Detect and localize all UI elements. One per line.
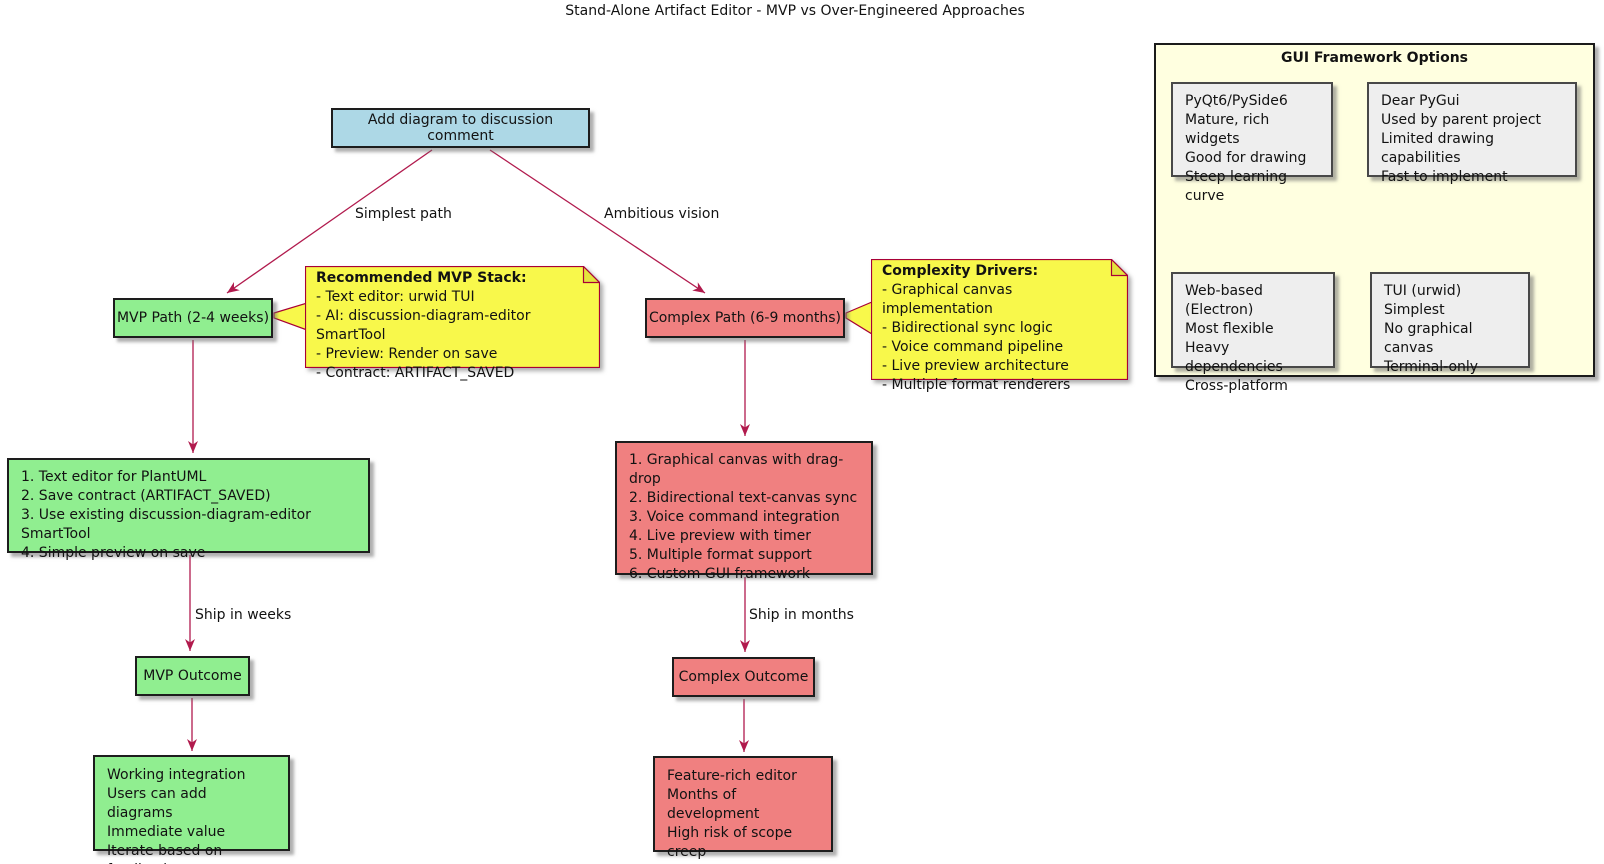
node-mvp-path-label: MVP Path (2-4 weeks) xyxy=(116,310,270,326)
note-fold-icon xyxy=(582,266,600,284)
note-complexity-shape xyxy=(871,259,1128,380)
edge-start-to-mvp-path xyxy=(226,149,433,294)
node-add-diagram: Add diagram to discussion comment xyxy=(331,108,590,148)
option-dear-pygui: Dear PyGui Used by parent project Limite… xyxy=(1367,82,1577,185)
note-mvp-stack-title: Recommended MVP Stack: xyxy=(316,270,527,286)
note-mvp-stack-lines: - Text editor: urwid TUI - AI: discussio… xyxy=(316,289,531,381)
node-mvp-outcome-label: MVP Outcome xyxy=(143,668,242,684)
node-complex-result: Feature-rich editor Months of developmen… xyxy=(653,756,833,864)
node-complex-steps: 1. Graphical canvas with drag-drop 2. Bi… xyxy=(615,441,873,582)
note-mvp-stack-shape xyxy=(305,266,600,368)
node-complex-path-label: Complex Path (6-9 months) xyxy=(648,310,842,326)
node-mvp-steps: 1. Text editor for PlantUML 2. Save cont… xyxy=(7,458,370,561)
note-complexity-title: Complexity Drivers: xyxy=(882,263,1039,279)
node-complex-path: Complex Path (6-9 months) xyxy=(645,298,845,338)
edge-start-to-complex-path xyxy=(489,149,706,294)
note-complexity-drivers: Complexity Drivers: - Graphical canvas i… xyxy=(871,259,1128,393)
node-add-diagram-label: Add diagram to discussion comment xyxy=(367,112,554,144)
option-tui-urwid: TUI (urwid) Simplest No graphical canvas… xyxy=(1370,272,1530,375)
note-complexity-lines: - Graphical canvas implementation - Bidi… xyxy=(882,282,1071,393)
node-mvp-path: MVP Path (2-4 weeks) xyxy=(113,298,273,338)
note-mvp-stack: Recommended MVP Stack: - Text editor: ur… xyxy=(305,266,600,381)
edge-label-ship-in-weeks: Ship in weeks xyxy=(195,607,292,623)
edge-label-simplest-path: Simplest path xyxy=(355,206,452,222)
node-mvp-result: Working integration Users can add diagra… xyxy=(93,755,290,864)
node-mvp-outcome: MVP Outcome xyxy=(135,656,250,696)
panel-title: GUI Framework Options xyxy=(1280,50,1469,66)
node-complex-outcome: Complex Outcome xyxy=(672,657,815,697)
edge-label-ambitious-vision: Ambitious vision xyxy=(604,206,720,222)
note-fold-icon xyxy=(1110,259,1128,277)
edge-label-ship-in-months: Ship in months xyxy=(749,607,854,623)
option-web-based: Web-based (Electron) Most flexible Heavy… xyxy=(1171,272,1335,394)
option-pyqt6: PyQt6/PySide6 Mature, rich widgets Good … xyxy=(1171,82,1333,204)
diagram-title: Stand-Alone Artifact Editor - MVP vs Ove… xyxy=(565,3,1025,19)
node-complex-outcome-label: Complex Outcome xyxy=(678,669,809,685)
connector-mvp-note xyxy=(273,302,308,331)
connector-complexity-note xyxy=(845,301,873,336)
